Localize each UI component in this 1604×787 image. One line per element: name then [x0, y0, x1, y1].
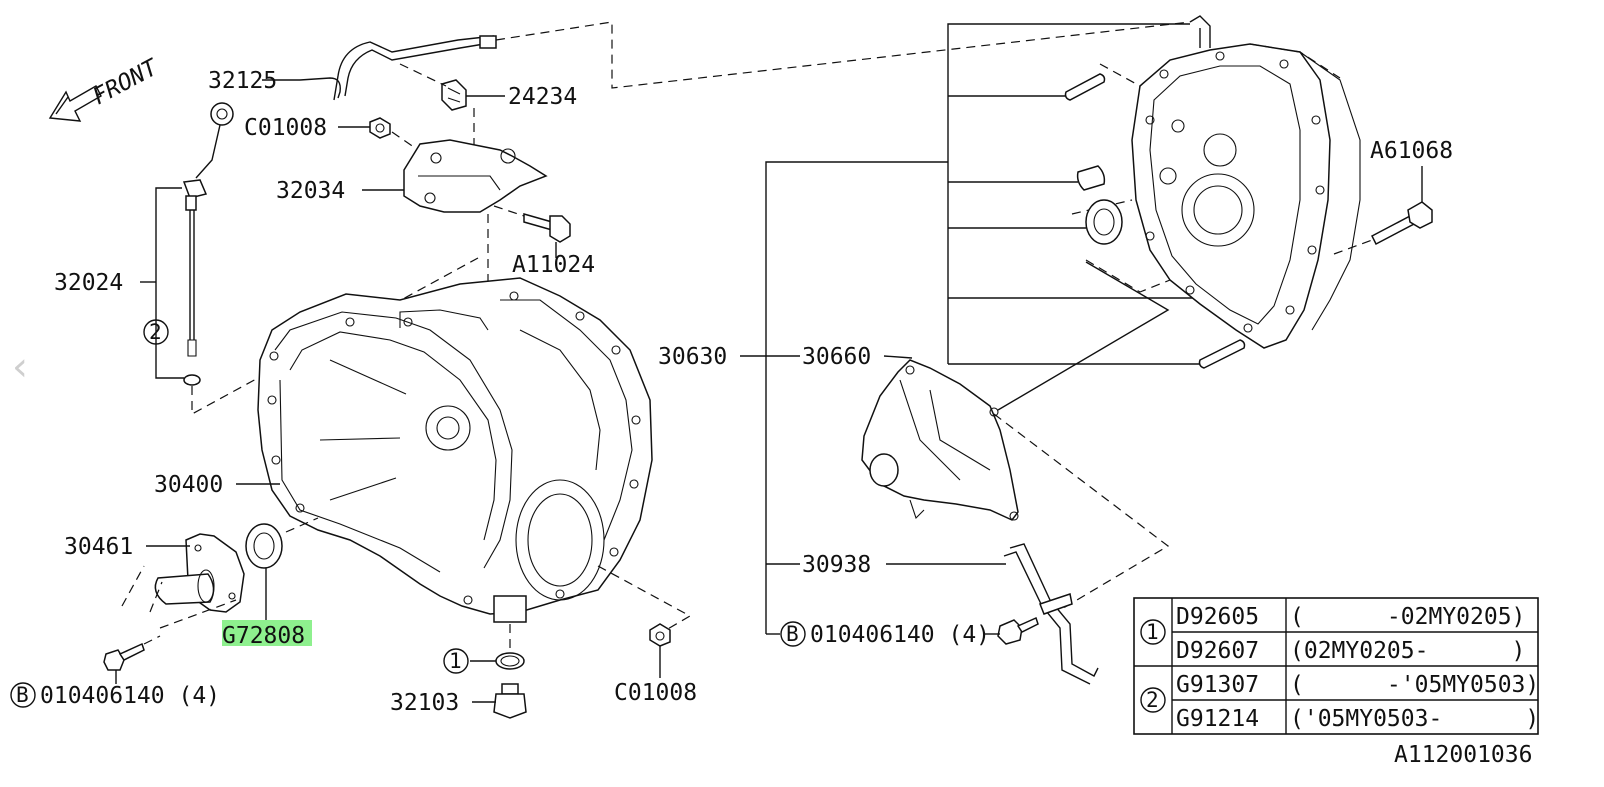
bolt-010406140-left[interactable]: [103, 642, 145, 671]
guide-line: [143, 635, 161, 645]
breather-tube[interactable]: [1189, 15, 1211, 48]
label-30660[interactable]: 30660: [802, 344, 871, 370]
bearing[interactable]: [1085, 199, 1123, 245]
bushing[interactable]: [1076, 165, 1106, 191]
bolt-a61068[interactable]: [1371, 201, 1433, 246]
circle-marker-2: [143, 319, 169, 345]
circle-2-left: 2: [149, 320, 162, 344]
nut-c01008-bottom[interactable]: [649, 623, 671, 647]
nut-c01008-top[interactable]: [369, 117, 391, 139]
guide-line: [159, 599, 237, 629]
bolt-010406140-right[interactable]: [997, 616, 1039, 645]
guide-line: [993, 413, 1170, 611]
guide-line-solid: [997, 261, 1170, 411]
table-part-1[interactable]: D92605: [1176, 604, 1259, 630]
table-part-2[interactable]: D92607: [1176, 638, 1259, 664]
circle-b-right: B: [786, 622, 799, 646]
table-part-4[interactable]: G91214: [1176, 706, 1259, 732]
circle-b-left: B: [16, 683, 29, 707]
gasket-1[interactable]: [495, 652, 525, 670]
guide-line: [1333, 239, 1373, 255]
dowel-pin-top[interactable]: [1064, 73, 1106, 101]
label-30400[interactable]: 30400: [154, 472, 223, 498]
label-32103[interactable]: 32103: [390, 690, 459, 716]
cover-30660[interactable]: [861, 359, 1019, 521]
guide-line: [1249, 43, 1341, 79]
guide-line: [495, 21, 1191, 89]
label-24234[interactable]: 24234: [508, 84, 577, 110]
guide-line: [285, 517, 319, 533]
label-30461[interactable]: 30461: [64, 534, 133, 560]
label-b-left[interactable]: 010406140 (4): [40, 683, 220, 709]
guide-line: [493, 205, 525, 217]
dipstick-32024[interactable]: [182, 102, 234, 386]
figure-ref-code: A112001036: [1394, 742, 1532, 768]
chevron-left-icon[interactable]: ‹: [12, 344, 28, 390]
table-range-3: ( -'05MY0503): [1290, 672, 1539, 698]
leader-30660: [883, 355, 913, 359]
front-label: FRONT: [89, 54, 163, 110]
label-g72808[interactable]: G72808: [222, 623, 305, 649]
bolt-a11024[interactable]: [523, 213, 571, 243]
retainer-30461[interactable]: [154, 533, 245, 613]
circle-marker-b-right: [780, 621, 806, 647]
table-range-1: ( -02MY0205): [1290, 604, 1525, 630]
table-group-1: 1: [1146, 620, 1159, 644]
pipe-30938[interactable]: [1003, 543, 1099, 685]
table-group-2: 2: [1146, 688, 1159, 712]
label-a11024[interactable]: A11024: [512, 252, 595, 278]
label-32034[interactable]: 32034: [276, 178, 345, 204]
clip-24234[interactable]: [441, 79, 467, 111]
guide-line: [121, 565, 163, 613]
circle-1-bottom: 1: [449, 649, 462, 673]
label-a61068[interactable]: A61068: [1370, 138, 1453, 164]
label-30938[interactable]: 30938: [802, 552, 871, 578]
table-part-3[interactable]: G91307: [1176, 672, 1259, 698]
label-b-right[interactable]: 010406140 (4): [810, 622, 990, 648]
highlight-g72808: [222, 620, 312, 646]
label-30630[interactable]: 30630: [658, 344, 727, 370]
pipe-32125[interactable]: [299, 35, 497, 101]
bracket-32024: [155, 187, 184, 379]
front-arrow-icon: [48, 85, 102, 122]
guide-line: [597, 565, 692, 631]
bracket-30630: [765, 161, 948, 634]
rear-housing[interactable]: [1131, 43, 1361, 349]
guide-line: [399, 63, 447, 87]
applicability-table: 1 2 D92605 D92607 G91307 G91214 ( -02MY0…: [1133, 597, 1539, 735]
oil-seal-g72808[interactable]: [245, 523, 283, 569]
circle-marker-1: [443, 648, 469, 674]
table-range-4: ('05MY0503- ): [1290, 706, 1539, 732]
table-range-2: (02MY0205- ): [1290, 638, 1525, 664]
drain-plug-32103[interactable]: [493, 683, 527, 719]
label-c01008-bottom[interactable]: C01008: [614, 680, 697, 706]
label-c01008-top[interactable]: C01008: [244, 115, 327, 141]
transmission-case-30400[interactable]: [257, 277, 653, 623]
circle-marker-b-left: [10, 682, 36, 708]
label-32125[interactable]: 32125: [208, 68, 277, 94]
label-32024[interactable]: 32024: [54, 270, 123, 296]
guide-line: [391, 131, 419, 151]
dowel-pin-bottom[interactable]: [1198, 339, 1246, 369]
bracket-32034[interactable]: [403, 139, 548, 213]
bracket-30660: [947, 23, 1190, 364]
